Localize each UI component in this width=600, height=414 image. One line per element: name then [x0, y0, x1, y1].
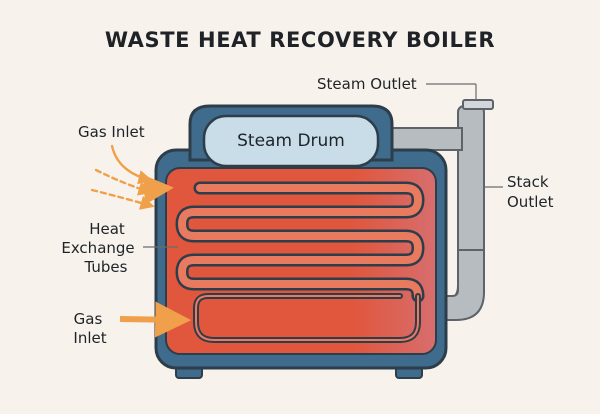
stack-outlet-label-line1: Stack: [507, 173, 549, 191]
steam-drum-label: Steam Drum: [237, 131, 345, 151]
diagram-title: WASTE HEAT RECOVERY BOILER: [105, 28, 495, 52]
gas-flow-curve-1: [110, 144, 153, 185]
gas-flow-dashed-2: [90, 188, 155, 210]
gas-inlet-bottom-arrow: [119, 301, 192, 338]
heat-tubes-label-line1: Heat: [89, 220, 125, 238]
gas-inlet-bottom-label-line2: Inlet: [73, 329, 106, 347]
heat-exchange-tubes: [175, 181, 425, 343]
steam-outlet-cap: [462, 99, 494, 110]
tube-serpentine-inner: [178, 184, 422, 300]
heat-tubes-label-line3: Tubes: [84, 258, 128, 276]
tube-return-loop-inner: [195, 295, 419, 341]
steam-outlet-label: Steam Outlet: [317, 75, 417, 93]
heat-tubes-label-line2: Exchange: [61, 239, 134, 257]
stack-outlet-label-line2: Outlet: [507, 193, 554, 211]
gas-inlet-top-label: Gas Inlet: [78, 123, 145, 141]
gas-inlet-top-arrows: [90, 144, 155, 210]
steam-drum: [202, 114, 380, 168]
gas-inlet-bottom-label-line1: Gas: [74, 310, 103, 328]
gas-inlet-top-arrow: [139, 174, 174, 205]
